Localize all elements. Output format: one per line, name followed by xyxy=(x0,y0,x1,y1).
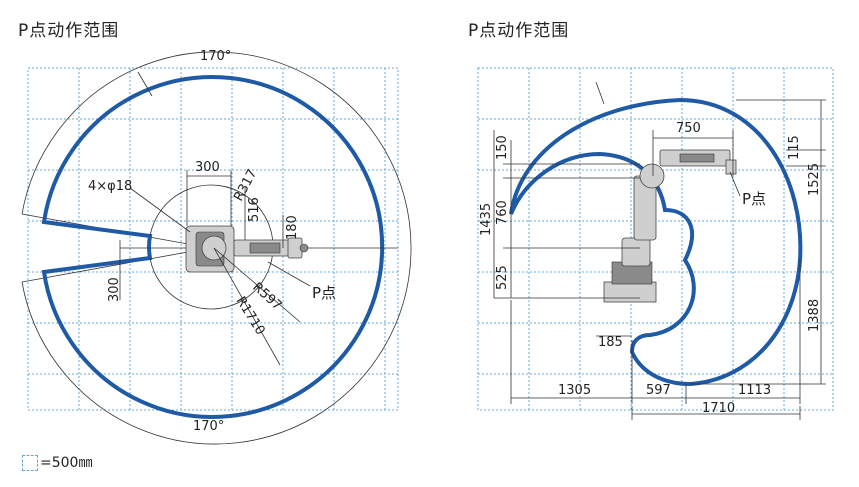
grid-square-icon xyxy=(22,455,38,471)
left-dim-300-left: 300 xyxy=(107,277,122,302)
right-dim-525: 525 xyxy=(495,265,510,290)
left-outer-angle-arc xyxy=(21,51,412,445)
right-envelope xyxy=(509,97,803,387)
right-dim-760: 760 xyxy=(495,200,510,225)
left-envelope xyxy=(41,75,385,419)
right-dim-185: 185 xyxy=(598,335,623,350)
bolt-hole-label: 4×φ18 xyxy=(88,179,132,194)
left-dim-180: 180 xyxy=(285,215,300,240)
right-dim-1113: 1113 xyxy=(738,383,771,398)
left-angle-bottom: 170° xyxy=(193,419,224,434)
left-robot-topview xyxy=(185,225,309,273)
left-angle-top: 170° xyxy=(200,49,231,64)
legend-text: =500㎜ xyxy=(40,455,93,471)
right-dim-1305: 1305 xyxy=(558,383,591,398)
right-robot-sideview xyxy=(603,149,737,303)
right-dim-1435: 1435 xyxy=(479,203,494,236)
left-view-title: P点动作范围 xyxy=(18,21,120,41)
right-dim-115: 115 xyxy=(787,135,802,160)
right-p-point: P点 xyxy=(742,190,766,208)
left-dim-516: 516 xyxy=(247,197,262,222)
right-dim-1388: 1388 xyxy=(807,299,822,332)
right-dim-597: 597 xyxy=(646,383,671,398)
right-dim-150: 150 xyxy=(495,135,510,160)
right-dim-1525: 1525 xyxy=(807,163,822,196)
right-view-title: P点动作范围 xyxy=(468,21,570,41)
right-dim-750: 750 xyxy=(676,121,701,136)
left-p-point: P点 xyxy=(312,284,336,302)
grid-scale-legend: =500㎜ xyxy=(22,452,92,472)
left-dim-300-top: 300 xyxy=(195,160,220,175)
right-dim-1710: 1710 xyxy=(702,401,735,416)
